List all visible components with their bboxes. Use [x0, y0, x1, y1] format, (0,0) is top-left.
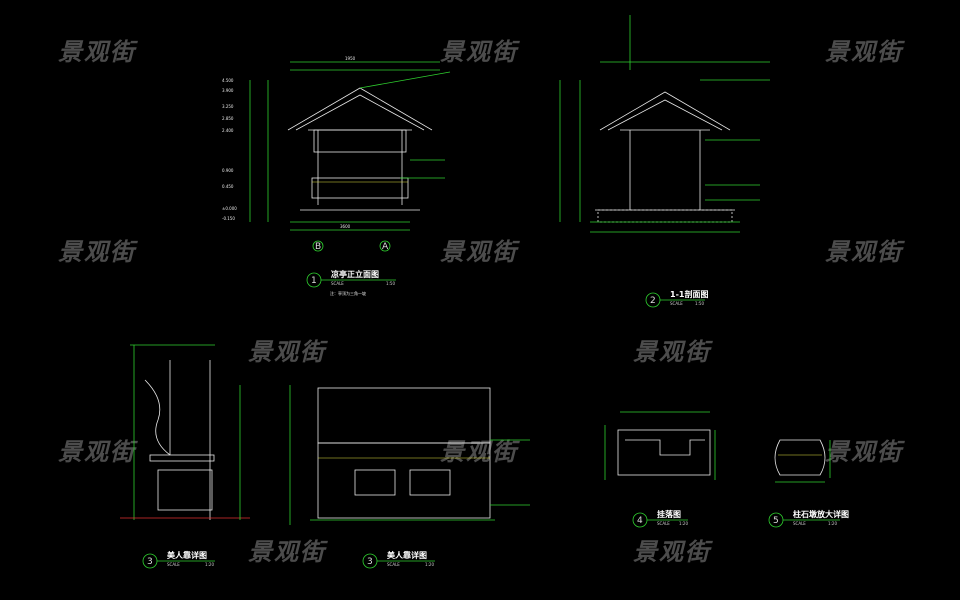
svg-text:SCALE: SCALE: [793, 521, 806, 526]
watermark: 景观街: [248, 538, 326, 566]
svg-text:美人靠详图: 美人靠详图: [387, 550, 427, 560]
elevation-label: 0.900: [222, 168, 234, 173]
svg-text:1:50: 1:50: [695, 301, 704, 306]
elevation-label: 3.250: [222, 104, 234, 109]
svg-text:4: 4: [637, 516, 643, 526]
svg-text:1:50: 1:50: [386, 281, 395, 286]
svg-text:SCALE: SCALE: [657, 521, 670, 526]
elevation-label: 2.400: [222, 128, 234, 133]
svg-text:3: 3: [147, 557, 153, 567]
svg-text:SCALE: SCALE: [167, 562, 180, 567]
watermark: 景观街: [825, 238, 903, 266]
bench-detail-section: [120, 344, 250, 520]
svg-text:1:20: 1:20: [425, 562, 434, 567]
section-drawing: [559, 15, 770, 233]
svg-text:1: 1: [311, 276, 317, 286]
svg-text:2: 2: [650, 296, 656, 306]
elevation-label: 4.500: [222, 78, 234, 83]
svg-text:5: 5: [773, 516, 779, 526]
svg-text:1-1剖面图: 1-1剖面图: [670, 289, 708, 299]
front-elevation: B A 4.500 3.900 3.250 2.850 2.400 0.900 …: [222, 56, 451, 252]
watermark: 景观街: [825, 38, 903, 66]
title-1: 1 凉亭正立面图 SCALE 1:50 注：亭顶为三角一坡: [306, 269, 396, 296]
watermark: 景观街: [440, 238, 518, 266]
column-base-detail: [774, 439, 831, 483]
watermark: 景观街: [248, 338, 326, 366]
svg-text:挂落图: 挂落图: [657, 509, 681, 519]
bench-detail-elevation: [289, 385, 530, 525]
svg-text:1:20: 1:20: [828, 521, 837, 526]
elevation-label: 2.850: [222, 116, 234, 121]
axis-label: A: [382, 242, 389, 252]
watermark: 景观街: [58, 438, 136, 466]
title-5: 5 柱石墩放大详图 SCALE 1:20: [768, 509, 849, 528]
watermark: 景观街: [58, 238, 136, 266]
watermark: 景观街: [633, 538, 711, 566]
svg-text:SCALE: SCALE: [670, 301, 683, 306]
title-3a: 3 美人靠详图 SCALE 1:20: [142, 550, 215, 569]
svg-text:柱石墩放大详图: 柱石墩放大详图: [793, 509, 849, 519]
elevation-label: -0.150: [222, 216, 235, 221]
watermark: 景观街: [440, 38, 518, 66]
svg-text:SCALE: SCALE: [331, 281, 344, 286]
title-4: 4 挂落图 SCALE 1:20: [632, 509, 688, 528]
svg-text:1:20: 1:20: [679, 521, 688, 526]
svg-text:3: 3: [367, 557, 373, 567]
elevation-label: ±0.000: [222, 206, 237, 211]
dimension-label: 1950: [345, 56, 356, 61]
hanging-fascia-drawing: [604, 411, 716, 480]
watermark: 景观街: [825, 438, 903, 466]
elevation-label: 3.900: [222, 88, 234, 93]
watermark: 景观街: [633, 338, 711, 366]
dimension-label: 3600: [340, 224, 351, 229]
title-3b: 3 美人靠详图 SCALE 1:20: [362, 550, 435, 569]
svg-text:凉亭正立面图: 凉亭正立面图: [331, 269, 379, 279]
svg-text:1:20: 1:20: [205, 562, 214, 567]
title-2: 2 1-1剖面图 SCALE 1:50: [645, 289, 708, 308]
elevation-label: 0.450: [222, 184, 234, 189]
svg-text:美人靠详图: 美人靠详图: [167, 550, 207, 560]
svg-text:SCALE: SCALE: [387, 562, 400, 567]
svg-text:注：亭顶为三角一坡: 注：亭顶为三角一坡: [330, 290, 366, 296]
axis-label: B: [315, 242, 321, 252]
watermark: 景观街: [58, 38, 136, 66]
